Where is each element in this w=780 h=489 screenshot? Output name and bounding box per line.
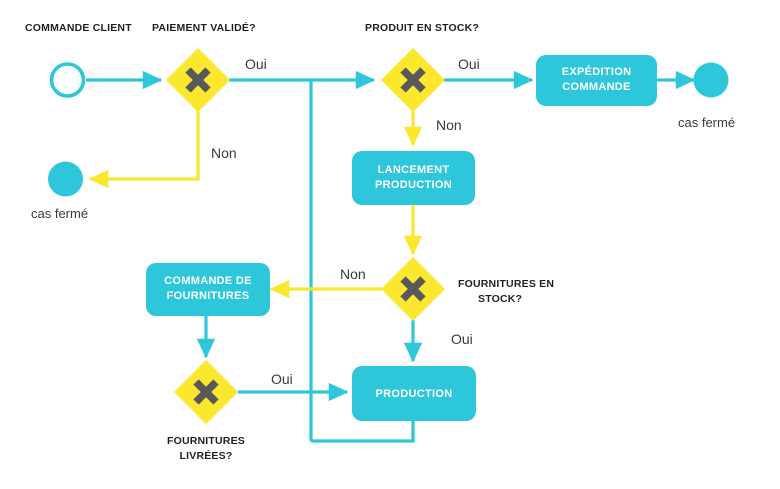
connector-layer (86, 70, 696, 443)
caption-fournitures-en-stock-line1: FOURNITURES EN (458, 278, 554, 290)
gateway-fournitures-livrees[interactable] (174, 360, 238, 424)
caption-fournitures-en-stock-line2: STOCK? (478, 293, 522, 305)
task-production[interactable]: PRODUCTION (352, 366, 476, 421)
task-label-line2: PRODUCTION (375, 179, 452, 191)
gateway-paiement-valide[interactable] (166, 48, 230, 112)
edge-label-non-stock: Non (436, 117, 462, 133)
caption-paiement-valide: PAIEMENT VALIDÉ? (152, 21, 256, 34)
gateway-produit-en-stock[interactable] (381, 48, 445, 112)
end-event-circle-icon-right (693, 62, 729, 98)
task-label-line1: EXPÉDITION (562, 65, 632, 78)
task-expedition-commande[interactable]: EXPÉDITION COMMANDE (536, 55, 657, 106)
caption-produit-en-stock: PRODUIT EN STOCK? (365, 22, 479, 34)
caption-cas-ferme-right: cas fermé (678, 115, 735, 130)
task-box (146, 263, 270, 316)
x-gateway-icon (400, 67, 426, 93)
edge-label-oui-paiement: Oui (245, 56, 267, 72)
connector-paiement-non (88, 111, 200, 189)
task-label-line2: FOURNITURES (167, 290, 250, 302)
connector-production-loopback (311, 421, 415, 443)
edge-label-non-fournitures: Non (340, 266, 366, 282)
start-event-circle-icon (49, 62, 86, 98)
x-gateway-icon (400, 276, 426, 302)
edge-label-oui-stock: Oui (458, 56, 480, 72)
x-gateway-icon (193, 379, 219, 405)
task-label-line1: LANCEMENT (378, 164, 450, 176)
task-lancement-production[interactable]: LANCEMENT PRODUCTION (352, 151, 475, 205)
edge-label-oui-livrees: Oui (271, 371, 293, 387)
end-event-circle-icon-left (48, 161, 83, 197)
task-commande-de-fournitures[interactable]: COMMANDE DE FOURNITURES (146, 263, 270, 316)
task-box (352, 366, 476, 421)
caption-fournitures-livrees-line1: FOURNITURES (167, 435, 245, 447)
caption-fournitures-livrees-line2: LIVRÉES? (180, 449, 233, 462)
x-gateway-icon (185, 67, 211, 93)
task-box (536, 55, 657, 106)
caption-commande-client: COMMANDE CLIENT (25, 22, 132, 34)
task-box (352, 151, 475, 205)
task-label-line2: COMMANDE (562, 81, 630, 93)
edge-label-non-paiement: Non (211, 145, 237, 161)
edge-label-oui-fournitures: Oui (451, 331, 473, 347)
gateway-fournitures-en-stock[interactable] (381, 257, 445, 321)
task-label: PRODUCTION (376, 388, 453, 400)
caption-cas-ferme-left: cas fermé (31, 206, 88, 221)
task-label-line1: COMMANDE DE (164, 275, 252, 287)
